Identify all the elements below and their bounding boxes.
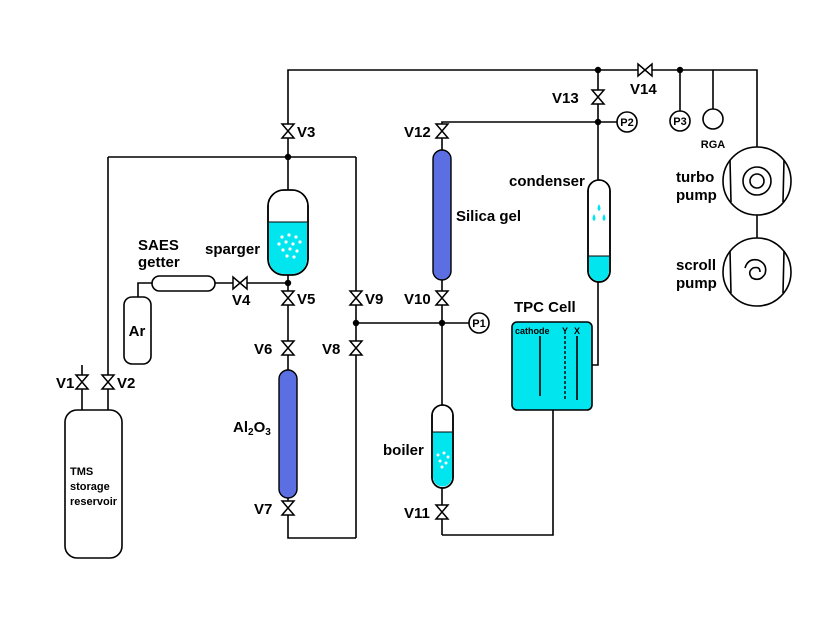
label-v5: V5 xyxy=(297,291,315,308)
valve-v10[interactable] xyxy=(435,290,449,306)
label-v7: V7 xyxy=(254,501,272,518)
label-v6: V6 xyxy=(254,341,272,358)
tms-label-3: reservoir xyxy=(70,496,118,508)
condenser-label: condenser xyxy=(509,173,585,190)
gauge-p2-label: P2 xyxy=(620,117,633,129)
turbo-pump[interactable]: turbo pump xyxy=(676,146,792,216)
tms-reservoir[interactable]: TMS storage reservoir xyxy=(64,409,123,559)
turbo-label-2: pump xyxy=(676,187,717,204)
condenser[interactable]: condenser xyxy=(509,173,611,283)
valve-v2[interactable] xyxy=(101,374,115,390)
sparger[interactable]: sparger xyxy=(205,189,309,276)
valve-v1[interactable] xyxy=(75,374,89,390)
junctions xyxy=(284,66,684,327)
sparger-label: sparger xyxy=(205,241,260,258)
cathode-label: cathode xyxy=(515,326,550,336)
valve-v6[interactable] xyxy=(281,340,295,356)
valve-v7[interactable] xyxy=(281,500,295,516)
valve-v13[interactable] xyxy=(591,89,605,105)
label-v1: V1 xyxy=(56,375,74,392)
tms-label-1: TMS xyxy=(70,466,93,478)
scroll-label-1: scroll xyxy=(676,257,716,274)
gauge-p3-label: P3 xyxy=(673,116,686,128)
scroll-pump[interactable]: scroll pump xyxy=(676,237,792,307)
gauge-p3[interactable]: P3 xyxy=(669,110,691,132)
ar-label: Ar xyxy=(129,323,146,340)
valve-v9[interactable] xyxy=(349,290,363,306)
boiler[interactable]: boiler xyxy=(383,404,454,489)
label-v14: V14 xyxy=(630,81,657,98)
argon-bottle[interactable]: Ar xyxy=(123,296,152,365)
label-v12: V12 xyxy=(404,124,431,141)
x-label: X xyxy=(574,326,580,336)
rga[interactable]: RGA xyxy=(701,108,726,151)
label-v8: V8 xyxy=(322,341,340,358)
label-v2: V2 xyxy=(117,375,135,392)
silica-gel-label: Silica gel xyxy=(456,208,521,225)
gauge-p1[interactable]: P1 xyxy=(468,312,490,334)
tpc-cell-label: TPC Cell xyxy=(514,299,576,316)
gauge-p1-label: P1 xyxy=(472,318,485,330)
valve-v12[interactable] xyxy=(435,123,449,139)
label-v9: V9 xyxy=(365,291,383,308)
valve-v11[interactable] xyxy=(435,504,449,520)
boiler-label: boiler xyxy=(383,442,424,459)
silica-gel-column[interactable]: Silica gel xyxy=(432,149,521,281)
valve-labels: V1 V2 V3 V4 V5 V6 V7 V8 V9 V10 V11 V12 V… xyxy=(56,81,657,522)
valve-v14[interactable] xyxy=(637,63,653,77)
label-v10: V10 xyxy=(404,291,431,308)
scroll-label-2: pump xyxy=(676,275,717,292)
tpc-cell[interactable]: cathode Y X TPC Cell xyxy=(511,299,593,411)
label-v13: V13 xyxy=(552,90,579,107)
label-v4: V4 xyxy=(232,292,251,309)
saes-getter[interactable]: SAES getter xyxy=(138,237,216,292)
valve-v5[interactable] xyxy=(281,290,295,306)
alumina-label: Al2O3 xyxy=(233,419,271,438)
label-v3: V3 xyxy=(297,124,315,141)
gauge-p2[interactable]: P2 xyxy=(616,111,638,133)
valve-v3[interactable] xyxy=(281,123,295,139)
label-v11: V11 xyxy=(404,505,430,522)
y-label: Y xyxy=(562,326,568,336)
valve-v8[interactable] xyxy=(349,340,363,356)
turbo-label-1: turbo xyxy=(676,169,714,186)
valve-v4[interactable] xyxy=(232,276,248,290)
alumina-column[interactable]: Al2O3 xyxy=(233,369,298,501)
saes-label-2: getter xyxy=(138,254,180,271)
saes-label-1: SAES xyxy=(138,237,179,254)
rga-label: RGA xyxy=(701,139,726,151)
tms-label-2: storage xyxy=(70,481,110,493)
